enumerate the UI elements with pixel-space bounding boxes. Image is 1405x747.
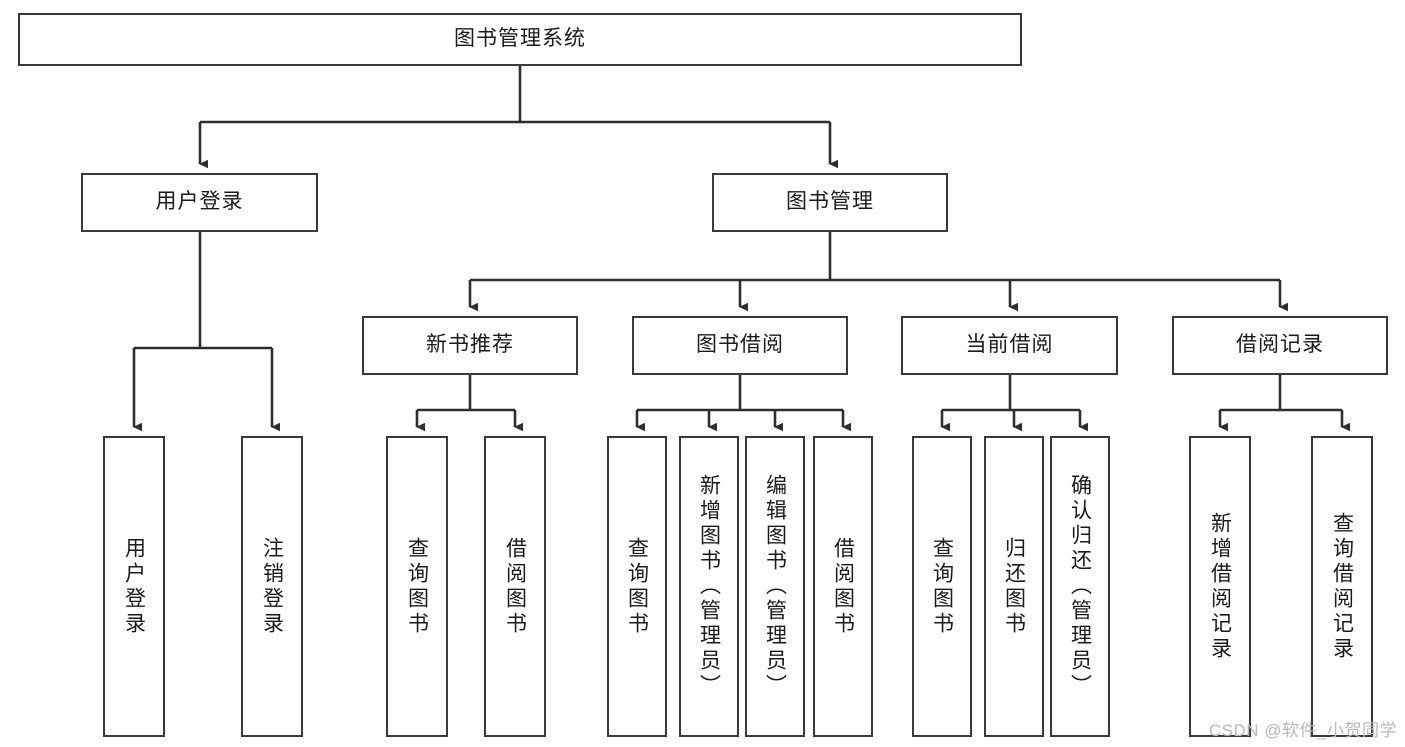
node-label: 用户登录 (122, 536, 146, 637)
node-label: 新增图书（管理员） (697, 474, 721, 699)
node-leaf-query-record[interactable]: 查询借阅记录 (1311, 436, 1373, 737)
node-label: 图书借阅 (696, 333, 784, 357)
node-leaf-borrow-book-1[interactable]: 借阅图书 (484, 436, 546, 737)
node-label: 查询图书 (405, 536, 429, 637)
node-label: 新增借阅记录 (1208, 511, 1232, 662)
node-label: 归还图书 (1002, 536, 1026, 637)
node-borrow[interactable]: 图书借阅 (632, 316, 848, 375)
watermark: CSDN @软件_小贺同学 (1208, 721, 1397, 740)
node-leaf-query-book-1[interactable]: 查询图书 (386, 436, 448, 737)
node-leaf-confirm-return[interactable]: 确认归还（管理员） (1050, 436, 1110, 737)
node-label: 注销登录 (260, 536, 284, 637)
node-leaf-user-login[interactable]: 用户登录 (103, 436, 165, 737)
node-leaf-logout[interactable]: 注销登录 (241, 436, 303, 737)
node-label: 确认归还（管理员） (1068, 474, 1092, 699)
node-leaf-borrow-book-2[interactable]: 借阅图书 (813, 436, 873, 737)
node-label: 借阅图书 (503, 536, 527, 637)
node-label: 图书管理 (786, 190, 874, 214)
node-label: 编辑图书（管理员） (763, 474, 787, 699)
node-label: 新书推荐 (426, 333, 514, 357)
node-login[interactable]: 用户登录 (81, 173, 318, 232)
node-leaf-query-book-3[interactable]: 查询图书 (912, 436, 972, 737)
node-leaf-add-book[interactable]: 新增图书（管理员） (679, 436, 739, 737)
node-leaf-add-record[interactable]: 新增借阅记录 (1189, 436, 1251, 737)
node-leaf-edit-book[interactable]: 编辑图书（管理员） (745, 436, 805, 737)
node-root[interactable]: 图书管理系统 (18, 13, 1022, 66)
node-label: 当前借阅 (965, 333, 1054, 357)
node-label: 查询图书 (625, 536, 649, 637)
node-bookmgmt[interactable]: 图书管理 (712, 173, 948, 232)
node-label: 借阅记录 (1236, 333, 1324, 357)
node-label: 图书管理系统 (454, 27, 586, 51)
node-label: 查询图书 (930, 536, 954, 637)
node-label: 用户登录 (155, 190, 244, 214)
node-newbook[interactable]: 新书推荐 (362, 316, 578, 375)
node-leaf-return-book[interactable]: 归还图书 (984, 436, 1044, 737)
node-label: 借阅图书 (831, 536, 855, 637)
node-leaf-query-book-2[interactable]: 查询图书 (607, 436, 667, 737)
node-label: 查询借阅记录 (1330, 511, 1354, 662)
node-records[interactable]: 借阅记录 (1172, 316, 1388, 375)
node-current[interactable]: 当前借阅 (901, 316, 1118, 375)
